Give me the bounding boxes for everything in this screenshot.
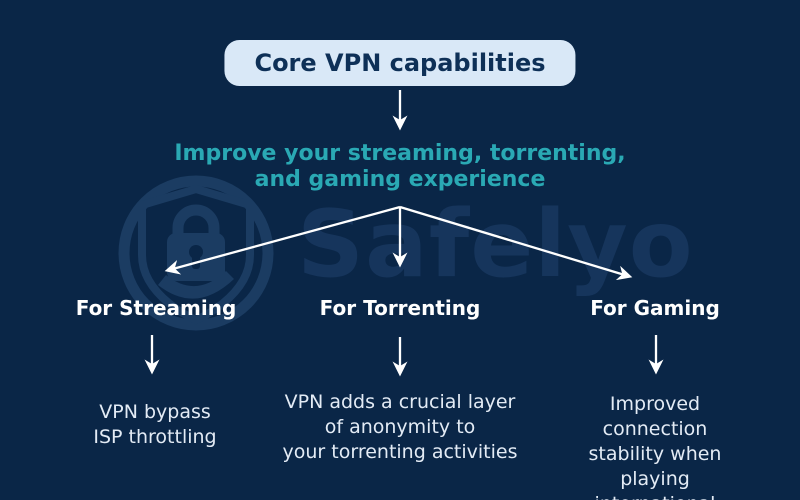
branch-description-torrenting: VPN adds a crucial layer of anonymity to… [282, 391, 518, 463]
title-box: Core VPN capabilities [224, 40, 576, 86]
branch-label-gaming: For Gaming [590, 296, 720, 320]
branch-label-streaming: For Streaming [75, 296, 237, 320]
arrow-to-streaming [164, 205, 401, 275]
branch-description-streaming: VPN bypass ISP throttling [93, 401, 217, 448]
arrow-to-gaming [399, 205, 633, 281]
subtitle-text: Improve your streaming, torrenting, and … [174, 141, 626, 192]
brand-watermark-text: Safelyo [297, 190, 694, 298]
branch-description-gaming: Improved connection stability when playi… [588, 393, 722, 500]
branch-label-torrenting: For Torrenting [319, 296, 481, 320]
